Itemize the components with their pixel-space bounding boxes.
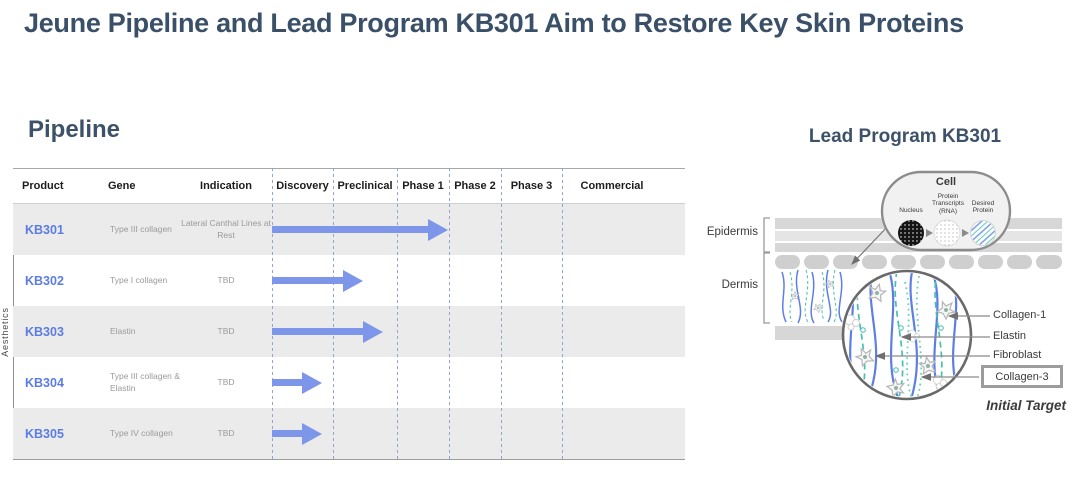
progress-arrow xyxy=(272,306,383,357)
table-row: KB304 Type III collagen & Elastin TBD xyxy=(13,357,685,408)
leader-lines xyxy=(874,312,990,381)
col-header-indication: Indication xyxy=(200,180,252,192)
layer-brackets xyxy=(763,217,770,324)
gene-cell: Type III collagen xyxy=(110,223,172,234)
progress-arrow xyxy=(272,204,448,255)
phase-divider xyxy=(562,168,563,459)
product-name: KB303 xyxy=(25,324,64,339)
subcutis-band xyxy=(775,326,855,340)
indication-cell: TBD xyxy=(217,274,235,285)
progress-arrow xyxy=(272,357,322,408)
aesthetics-label: Aesthetics xyxy=(0,307,10,357)
pipeline-heading: Pipeline xyxy=(28,116,121,143)
cell-pointer-arrow xyxy=(851,225,889,265)
progress-arrow xyxy=(272,408,322,459)
collagen3-box: Collagen-3 xyxy=(981,365,1063,388)
progress-arrow-bar xyxy=(272,379,302,386)
gene-cell: Type III collagen & Elastin xyxy=(110,371,180,393)
rna-texture xyxy=(934,220,960,246)
gene-cell: Type I collagen xyxy=(110,274,168,285)
cell-title: Cell xyxy=(935,176,957,188)
col-header-preclinical: Preclinical xyxy=(337,180,393,192)
fibroblast-label: Fibroblast xyxy=(993,349,1042,361)
product-name: KB302 xyxy=(25,273,64,288)
progress-arrow-head-icon xyxy=(302,422,322,445)
table-row: KB305 Type IV collagen TBD xyxy=(13,408,685,459)
progress-arrow-bar xyxy=(272,430,302,437)
slide-title: Jeune Pipeline and Lead Program KB301 Ai… xyxy=(24,8,964,38)
phase-divider xyxy=(333,168,334,459)
indication-cell: Lateral Canthal Lines at Rest xyxy=(181,218,271,240)
dermis-fibers xyxy=(781,269,843,324)
progress-arrow-head-icon xyxy=(363,320,383,343)
initial-target-label: Initial Target xyxy=(986,398,1066,413)
progress-arrow-bar xyxy=(272,277,343,284)
product-name: KB301 xyxy=(25,222,64,237)
col-header-phase3: Phase 3 xyxy=(510,180,553,192)
nucleus-texture xyxy=(898,220,924,246)
phase-divider xyxy=(501,168,502,459)
desired-protein-texture xyxy=(971,221,995,245)
gene-cell: Elastin xyxy=(110,325,136,336)
nucleus-label: Nucleus xyxy=(899,207,923,214)
gene-cell: Type IV collagen xyxy=(110,427,173,438)
rna-label: Protein Transcripts (RNA) xyxy=(932,193,964,215)
col-header-commercial: Commercial xyxy=(580,180,644,192)
flow-arrow-icon xyxy=(962,229,969,237)
basal-cell-row xyxy=(775,255,1062,269)
indication-cell: TBD xyxy=(217,325,235,336)
phase-divider xyxy=(397,168,398,459)
skin-diagram: Epidermis Dermis Cell Nucleus Protein Tr… xyxy=(700,160,1080,422)
product-name: KB304 xyxy=(25,375,64,390)
progress-arrow-head-icon xyxy=(302,371,322,394)
desired-protein-label: Desired Protein xyxy=(971,200,995,215)
col-header-phase1: Phase 1 xyxy=(402,180,444,192)
product-name: KB305 xyxy=(25,426,64,441)
progress-arrow-head-icon xyxy=(343,269,363,292)
indication-cell: TBD xyxy=(217,376,235,387)
table-top-rule xyxy=(13,168,685,169)
indication-cell: TBD xyxy=(217,427,235,438)
col-header-product: Product xyxy=(22,180,64,192)
table-row: KB302 Type I collagen TBD xyxy=(13,255,685,306)
progress-arrow-bar xyxy=(272,328,363,335)
phase-divider xyxy=(272,168,273,459)
table-bottom-rule xyxy=(13,459,685,460)
skin-diagram-graphic xyxy=(763,170,1062,401)
progress-arrow xyxy=(272,255,363,306)
collagen1-label: Collagen-1 xyxy=(993,309,1047,321)
col-header-discovery: Discovery xyxy=(276,180,329,192)
progress-arrow-bar xyxy=(272,226,428,233)
dermis-label: Dermis xyxy=(721,279,758,291)
col-header-phase2: Phase 2 xyxy=(454,180,496,192)
epidermis-label: Epidermis xyxy=(706,226,758,238)
lead-program-heading: Lead Program KB301 xyxy=(808,126,1002,147)
table-row: KB303 Elastin TBD xyxy=(13,306,685,357)
phase-divider xyxy=(449,168,450,459)
table-header-rule xyxy=(13,203,685,204)
flow-arrow-icon xyxy=(926,229,933,237)
elastin-label: Elastin xyxy=(993,330,1027,342)
table-row: KB301 Type III collagen Lateral Canthal … xyxy=(13,204,685,255)
col-header-gene: Gene xyxy=(108,180,136,192)
progress-arrow-head-icon xyxy=(428,218,448,241)
